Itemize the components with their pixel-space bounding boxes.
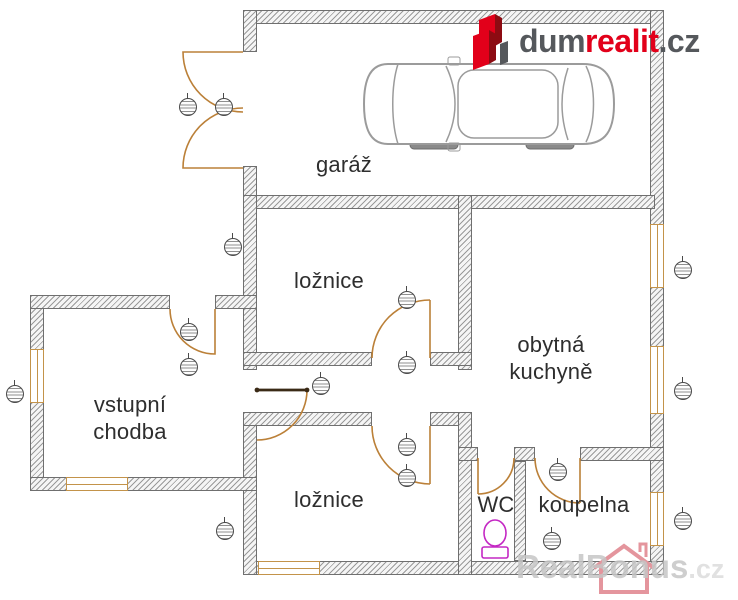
circle-marker-icon — [549, 458, 567, 481]
wall-segment — [243, 352, 372, 366]
window-icon — [66, 477, 128, 491]
window-icon — [650, 224, 664, 288]
wall-segment — [580, 447, 664, 461]
circle-marker-icon — [674, 377, 692, 400]
watermark: RealBonus.cz — [514, 538, 738, 596]
wall-segment — [243, 424, 257, 575]
room-label-bedroom-1: ložnice — [294, 268, 364, 293]
watermark-text-suffix: .cz — [688, 554, 725, 584]
car-icon — [362, 56, 616, 152]
wall-segment — [243, 195, 257, 370]
wall-segment — [430, 352, 472, 366]
door-arc-icon — [169, 308, 216, 355]
logo-text-realit: realit — [585, 23, 659, 59]
wall-segment — [458, 447, 478, 461]
wall-segment — [30, 477, 257, 491]
circle-marker-icon — [543, 527, 561, 550]
circle-marker-icon — [674, 507, 692, 530]
room-label-hall-line2: chodba — [93, 418, 167, 444]
circle-marker-icon — [398, 286, 416, 309]
wall-segment — [30, 295, 170, 309]
door-arc-icon — [371, 425, 431, 485]
circle-marker-icon — [216, 517, 234, 540]
watermark-text-main: RealBonus — [516, 548, 689, 585]
wall-segment — [243, 10, 257, 52]
window-icon — [650, 346, 664, 414]
room-label-bathroom: koupelna — [538, 492, 630, 517]
circle-marker-icon — [180, 353, 198, 376]
circle-marker-icon — [674, 256, 692, 279]
logo-building-icon — [473, 14, 508, 70]
room-label-wc: WC — [477, 492, 515, 517]
door-arc-icon — [477, 457, 515, 495]
circle-marker-icon — [398, 351, 416, 374]
watermark-text: RealBonus.cz — [516, 548, 724, 586]
window-icon — [30, 349, 44, 403]
brand-logo: dumrealit.cz — [467, 12, 700, 70]
circle-marker-icon — [312, 372, 330, 395]
circle-marker-icon — [398, 464, 416, 487]
watermark-house-icon — [592, 542, 656, 594]
wall-segment — [243, 10, 664, 24]
logo-text-cz: .cz — [658, 23, 701, 59]
wall-segment — [243, 561, 664, 575]
wall-segment — [458, 412, 472, 575]
wall-segment — [514, 461, 526, 561]
circle-marker-icon — [215, 93, 233, 116]
room-label-bedroom-2: ložnice — [294, 487, 364, 512]
logo-text: dumrealit.cz — [519, 12, 700, 70]
wall-segment — [215, 295, 257, 309]
circle-marker-icon — [224, 233, 242, 256]
entrance-door-icon — [254, 387, 310, 441]
room-label-kitchen-line1: obytná — [517, 332, 585, 357]
wall-segment — [514, 447, 535, 461]
circle-marker-icon — [180, 318, 198, 341]
room-label-hall: vstupní chodba — [66, 392, 194, 446]
window-icon — [650, 492, 664, 546]
door-arc-icon — [534, 457, 581, 504]
circle-marker-icon — [6, 380, 24, 403]
window-icon — [258, 561, 320, 575]
wall-segment — [650, 10, 664, 575]
circle-marker-icon — [179, 93, 197, 116]
wall-segment — [255, 195, 655, 209]
room-label-kitchen: obytná kuchyně — [486, 332, 616, 386]
wall-segment — [243, 412, 372, 426]
room-label-kitchen-line2: kuchyně — [509, 358, 593, 384]
room-label-garage: garáž — [315, 152, 373, 177]
logo-text-dum: dum — [519, 23, 586, 59]
wall-segment — [458, 195, 472, 370]
toilet-icon — [481, 519, 509, 559]
circle-marker-icon — [398, 433, 416, 456]
room-label-hall-line1: vstupní — [93, 392, 167, 417]
door-arc-icon — [371, 299, 431, 359]
